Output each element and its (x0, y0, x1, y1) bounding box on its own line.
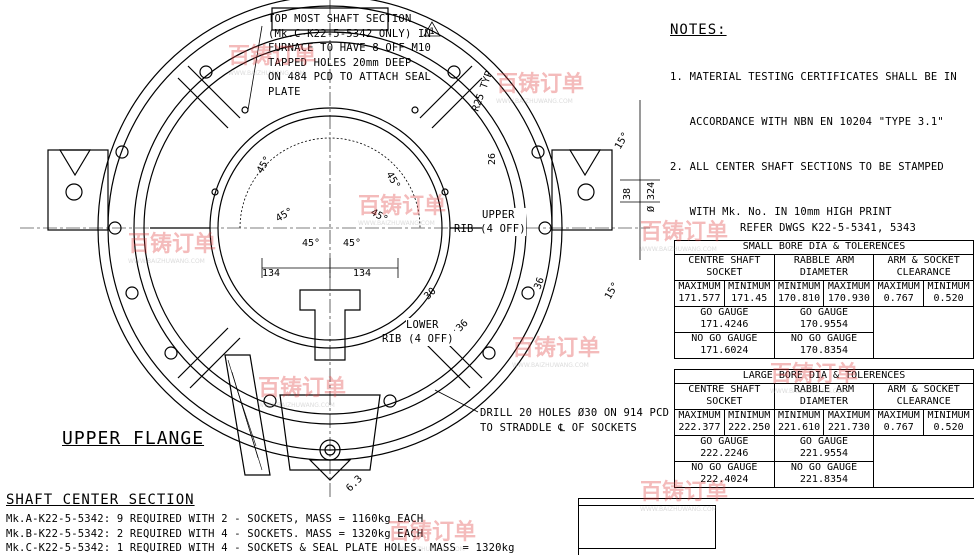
upper-flange-label: UPPER FLANGE (62, 428, 205, 449)
dim-324: Ø 324 (645, 182, 657, 212)
dim-36: 36 (454, 318, 470, 334)
mark-line: Mk.C-K22-5-5342: 1 REQUIRED WITH 4 - SOC… (6, 542, 515, 554)
dim-36-b: 36 (532, 276, 546, 291)
upper-rib-label: UPPER RIB (4 OFF) (454, 208, 526, 236)
mark-line: Mk.B-K22-5-5342: 2 REQUIRED WITH 4 - SOC… (6, 527, 424, 540)
dim-134-right: 134 (353, 268, 371, 279)
shaft-note-line: (Mk.C-K22-5-5342 ONLY) IN (268, 27, 432, 40)
drill-note-line: DRILL 20 HOLES Ø30 ON 914 PCD (480, 407, 670, 419)
drill-note-line: TO STRADDLE ℄ OF SOCKETS (480, 421, 637, 434)
small-bore-table: SMALL BORE DIA & TOLERENCES CENTRE SHAFT… (674, 240, 974, 359)
shaft-note-line: TAPPED HOLES 20mm DEEP (268, 56, 412, 69)
shaft-note-line: PLATE (268, 85, 301, 98)
dim-45-c: 45° (274, 206, 295, 225)
note-line: 1. MATERIAL TESTING CERTIFICATES SHALL B… (670, 71, 957, 83)
mark-line: Mk.A-K22-5-5342: 9 REQUIRED WITH 2 - SOC… (6, 513, 424, 525)
upper-rib-line: UPPER (482, 209, 515, 221)
large-bore-table: LARGE BORE DIA & TOLERENCES CENTRE SHAFT… (674, 369, 974, 488)
lower-rib-line: RIB (4 OFF) (382, 333, 454, 345)
lower-rib-line: LOWER (406, 319, 439, 331)
refer-dwgs: REFER DWGS K22-5-5341, 5343 (740, 222, 917, 234)
dim-45-e: 45° (302, 238, 320, 249)
dim-38: 38 (622, 188, 633, 200)
dim-r25: R25 TYP (470, 70, 495, 113)
table-cell (873, 305, 974, 359)
marks-list: Mk.A-K22-5-5342: 9 REQUIRED WITH 2 - SOC… (6, 512, 515, 556)
shaft-note-line: ON 484 PCD TO ATTACH SEAL (268, 71, 432, 83)
note-line: 2. ALL CENTER SHAFT SECTIONS TO BE STAMP… (670, 161, 944, 173)
note-line: ACCORDANCE WITH NBN EN 10204 "TYPE 3.1" (670, 116, 944, 128)
upper-rib-line: RIB (4 OFF) (454, 223, 526, 235)
title-block (578, 498, 974, 555)
note-line: WITH Mk. No. IN 10mm HIGH PRINT (670, 206, 892, 218)
table-cell (873, 434, 974, 488)
shaft-note-line: FURNACE TO HAVE 8 OFF M10 (268, 42, 432, 54)
lower-rib-label: LOWER RIB (4 OFF) (382, 318, 454, 346)
shaft-section-note: TOP MOST SHAFT SECTION (Mk.C-K22-5-5342 … (268, 12, 431, 99)
shaft-center-label: SHAFT CENTER SECTION (6, 492, 195, 508)
dim-134-left: 134 (262, 268, 280, 279)
drill-note: DRILL 20 HOLES Ø30 ON 914 PCD TO STRADDL… (480, 406, 670, 435)
dim-15-deg-b: 15° (603, 280, 622, 301)
dim-45-f: 45° (343, 238, 361, 249)
dim-45-a: 45° (255, 154, 274, 175)
notes-title: NOTES: (670, 22, 727, 38)
notes-block: NOTES: 1. MATERIAL TESTING CERTIFICATES … (670, 22, 957, 250)
revision-mark: 1 (429, 27, 434, 37)
dim-6-3: 6.3 (344, 474, 365, 495)
shaft-note-line: TOP MOST SHAFT SECTION (268, 13, 412, 25)
dim-15-deg: 15° (613, 130, 632, 151)
dim-26: 26 (487, 153, 498, 165)
